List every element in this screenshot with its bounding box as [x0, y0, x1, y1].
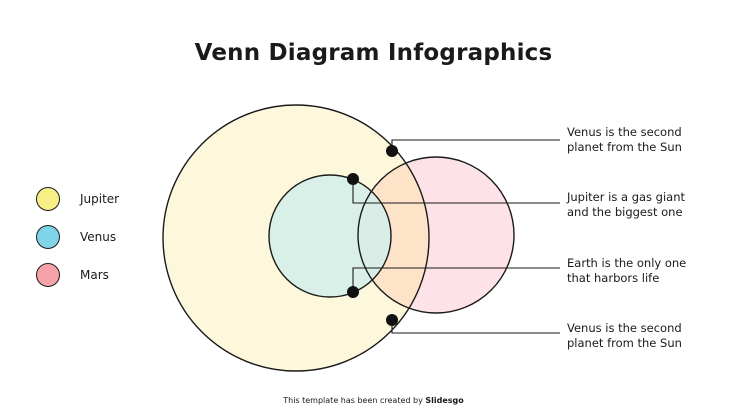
note-1-line1: Venus is the second [567, 125, 682, 139]
marker-dot-2 [347, 173, 359, 185]
marker-dot-1 [386, 145, 398, 157]
legend-item-mars: Mars [36, 261, 109, 289]
note-2: Jupiter is a gas giant and the biggest o… [567, 190, 742, 220]
connector-line-1 [391, 139, 560, 151]
legend-item-venus: Venus [36, 223, 116, 251]
legend-label-mars: Mars [80, 268, 109, 282]
jupiter-outline [162, 104, 430, 372]
note-1-line2: planet from the Sun [567, 140, 682, 154]
marker-dot-4 [386, 314, 398, 326]
note-4-line1: Venus is the second [567, 321, 682, 335]
connector-line-3 [352, 267, 560, 292]
legend-label-jupiter: Jupiter [80, 192, 120, 206]
note-3: Earth is the only one that harbors life [567, 256, 742, 286]
footer-brand: Slidesgo [425, 396, 464, 405]
footer-credit: This template has been created by Slides… [0, 396, 747, 405]
jupiter-mars-overlap [358, 157, 429, 313]
note-3-line1: Earth is the only one [567, 256, 687, 270]
legend-item-jupiter: Jupiter [36, 185, 119, 213]
mars-outline [357, 156, 515, 314]
note-1: Venus is the second planet from the Sun [567, 125, 742, 155]
note-4-line2: planet from the Sun [567, 336, 682, 350]
venus-circle [269, 175, 391, 297]
connector-line-4 [391, 320, 560, 334]
footer-text: This template has been created by [283, 396, 426, 405]
marker-dot-3 [347, 286, 359, 298]
note-4: Venus is the second planet from the Sun [567, 321, 742, 351]
venus-swatch [36, 225, 60, 249]
jupiter-swatch [36, 187, 60, 211]
note-3-line2: that harbors life [567, 271, 660, 285]
note-2-line1: Jupiter is a gas giant [567, 190, 686, 204]
legend-label-venus: Venus [80, 230, 117, 244]
mars-swatch [36, 263, 60, 287]
connector-line-2 [352, 179, 560, 204]
note-2-line2: and the biggest one [567, 205, 683, 219]
venus-outline [268, 174, 392, 298]
page-title: Venn Diagram Infographics [194, 40, 553, 66]
